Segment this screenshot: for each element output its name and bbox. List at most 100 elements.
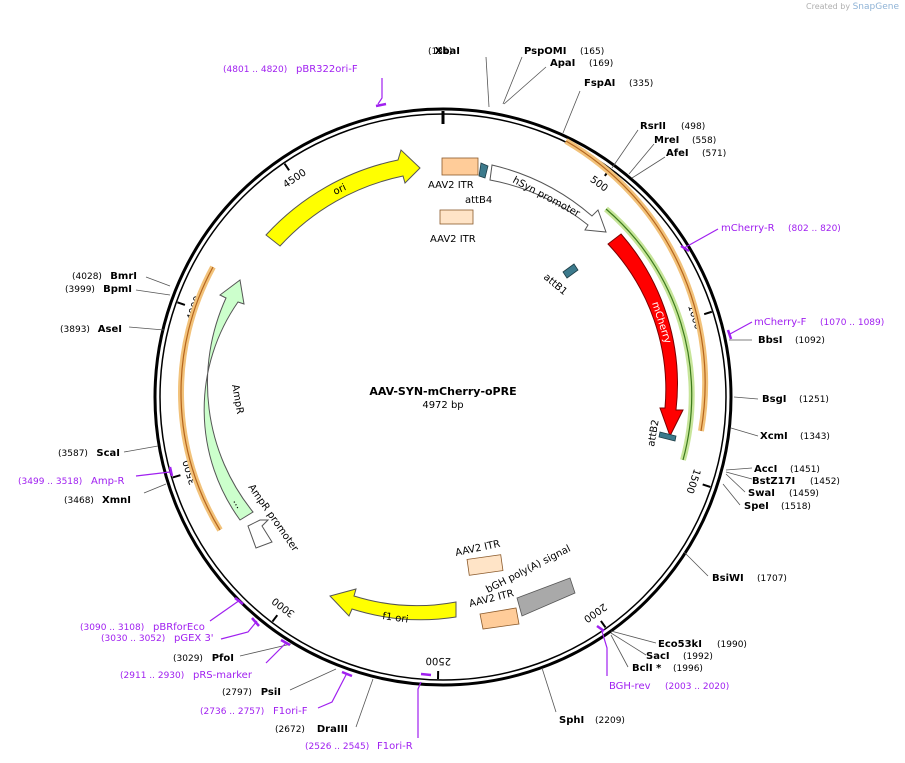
enzyme-name[interactable]: BpmI [103, 284, 132, 295]
aav2-itr-1[interactable] [441, 157, 479, 176]
enzyme-position: (165) [580, 47, 604, 57]
tick-mark [283, 163, 290, 171]
enzyme-name[interactable]: ScaI [96, 448, 120, 459]
enzyme-name[interactable]: AseI [98, 324, 122, 335]
plasmid-length: 4972 bp [422, 400, 463, 411]
enzyme-name[interactable]: FspAI [584, 78, 615, 89]
enzyme-name[interactable]: PspOMI [524, 46, 566, 57]
primer-range: (2911 .. 2930) [120, 671, 184, 681]
primer-name[interactable]: pGEX 3' [174, 633, 214, 644]
aav2-itr-4[interactable] [479, 607, 520, 630]
enzyme-position: (3999) [65, 285, 95, 295]
enzyme-position: (558) [692, 136, 716, 146]
enzyme-name[interactable]: Eco53kI [658, 639, 702, 650]
plasmid-name: AAV-SYN-mCherry-oPRE [369, 385, 516, 398]
enzyme-name[interactable]: BsiWI [712, 573, 744, 584]
tick-label: 2000 [581, 601, 608, 625]
enzyme-position: (2797) [222, 688, 252, 698]
enzyme-position: (3893) [60, 325, 90, 335]
enzyme-position: (1990) [717, 640, 747, 650]
enzyme-position: (571) [702, 149, 726, 159]
primer-name[interactable]: F1ori-F [273, 706, 308, 717]
aav2-itr-3[interactable] [466, 554, 504, 576]
backbone-outer [153, 107, 733, 687]
ampr-dots: ... [230, 497, 244, 511]
bgh-polya-feature[interactable] [516, 577, 576, 617]
enzyme-name[interactable]: SwaI [748, 488, 775, 499]
enzyme-name[interactable]: XbaI [435, 46, 460, 57]
enzyme-name[interactable]: SacI [646, 651, 670, 662]
primer-name[interactable]: Amp-R [91, 476, 125, 487]
tick-label: 4500 [281, 167, 308, 190]
aav2-itr-2[interactable] [439, 209, 474, 225]
enzyme-position: (1992) [683, 652, 713, 662]
enzyme-name[interactable]: XmnI [102, 495, 131, 506]
enzyme-labels: XbaI(131) PspOMI (165) ApaI (169) FspAI (335) R… [58, 46, 840, 735]
primer-name[interactable]: F1ori-R [377, 741, 413, 752]
hsyn-promoter-feature[interactable] [489, 164, 607, 233]
attb2-feature[interactable] [658, 431, 677, 442]
primer-name[interactable]: pRS-marker [193, 670, 253, 681]
ampr-label: AmpR [229, 384, 245, 415]
f1-ori-feature[interactable] [329, 588, 457, 621]
enzyme-position: (1707) [757, 574, 787, 584]
primer-marks [135, 78, 753, 738]
enzyme-position: (4028) [72, 272, 102, 282]
aav2-itr-2-label: AAV2 ITR [430, 234, 476, 245]
attb1-feature[interactable] [562, 263, 579, 279]
attb1-label: attB1 [541, 272, 569, 298]
tick-label: 2500 [426, 655, 452, 666]
enzyme-name[interactable]: RsrII [640, 121, 666, 132]
enzyme-name[interactable]: PsiI [261, 687, 281, 698]
enzyme-position: (169) [589, 59, 613, 69]
primer-name[interactable]: BGH-rev [609, 681, 651, 692]
ori-feature[interactable] [265, 149, 421, 247]
hsyn-label: hSyn promoter [511, 175, 583, 220]
enzyme-position: (335) [629, 79, 653, 89]
enzyme-name[interactable]: BsgI [762, 394, 786, 405]
ori-label: ori [332, 182, 348, 197]
primer-name[interactable]: pBR322ori-F [296, 64, 358, 75]
enzyme-name[interactable]: BstZ17I [752, 476, 795, 487]
enzyme-name[interactable]: BclI * [632, 663, 662, 674]
enzyme-position: (498) [681, 122, 705, 132]
enzyme-name[interactable]: XcmI [760, 431, 788, 442]
enzyme-position: (1451) [790, 465, 820, 475]
enzyme-name[interactable]: BmrI [110, 271, 137, 282]
primer-range: (4801 .. 4820) [223, 65, 287, 75]
aav2-itr-1-label: AAV2 ITR [428, 180, 474, 191]
enzyme-position: (131) [428, 47, 452, 57]
tick-mark [600, 620, 607, 629]
attb4-feature[interactable] [478, 162, 489, 179]
tick-mark [172, 474, 181, 479]
primer-range: (2526 .. 2545) [305, 742, 369, 752]
primer-name[interactable]: pBRforEco [153, 622, 205, 633]
enzyme-name[interactable]: BbsI [758, 335, 782, 346]
primer-name[interactable]: mCherry-F [754, 317, 807, 328]
ampr-promoter-feature[interactable] [247, 519, 273, 549]
ampr-feature[interactable] [203, 279, 254, 521]
attb4-label: attB4 [465, 195, 492, 206]
enzyme-name[interactable]: AfeI [666, 148, 689, 159]
green-arc-line [605, 208, 693, 461]
primer-range: (3090 .. 3108) [80, 623, 144, 633]
enzyme-name[interactable]: AccI [754, 464, 777, 475]
enzyme-name[interactable]: DraIII [317, 724, 348, 735]
enzyme-name[interactable]: PfoI [212, 653, 234, 664]
enzyme-name[interactable]: ApaI [550, 58, 575, 69]
primer-range: (802 .. 820) [788, 224, 841, 234]
primer-range: (1070 .. 1089) [820, 318, 884, 328]
enzyme-position: (2672) [275, 725, 305, 735]
enzyme-name[interactable]: SpeI [744, 501, 769, 512]
enzyme-position: (1518) [781, 502, 811, 512]
enzyme-name[interactable]: MreI [654, 135, 679, 146]
enzyme-name[interactable]: SphI [559, 715, 584, 726]
enzyme-position: (1459) [789, 489, 819, 499]
enzyme-position: (1251) [799, 395, 829, 405]
primer-name[interactable]: mCherry-R [721, 223, 775, 234]
orange-arc-outer-line [565, 140, 706, 432]
primer-range: (3499 .. 3518) [18, 477, 82, 487]
tick-mark [177, 301, 186, 306]
primer-labels: pBR322ori-F (4801 .. 4820) mCherry-R (802 .… [18, 64, 884, 752]
